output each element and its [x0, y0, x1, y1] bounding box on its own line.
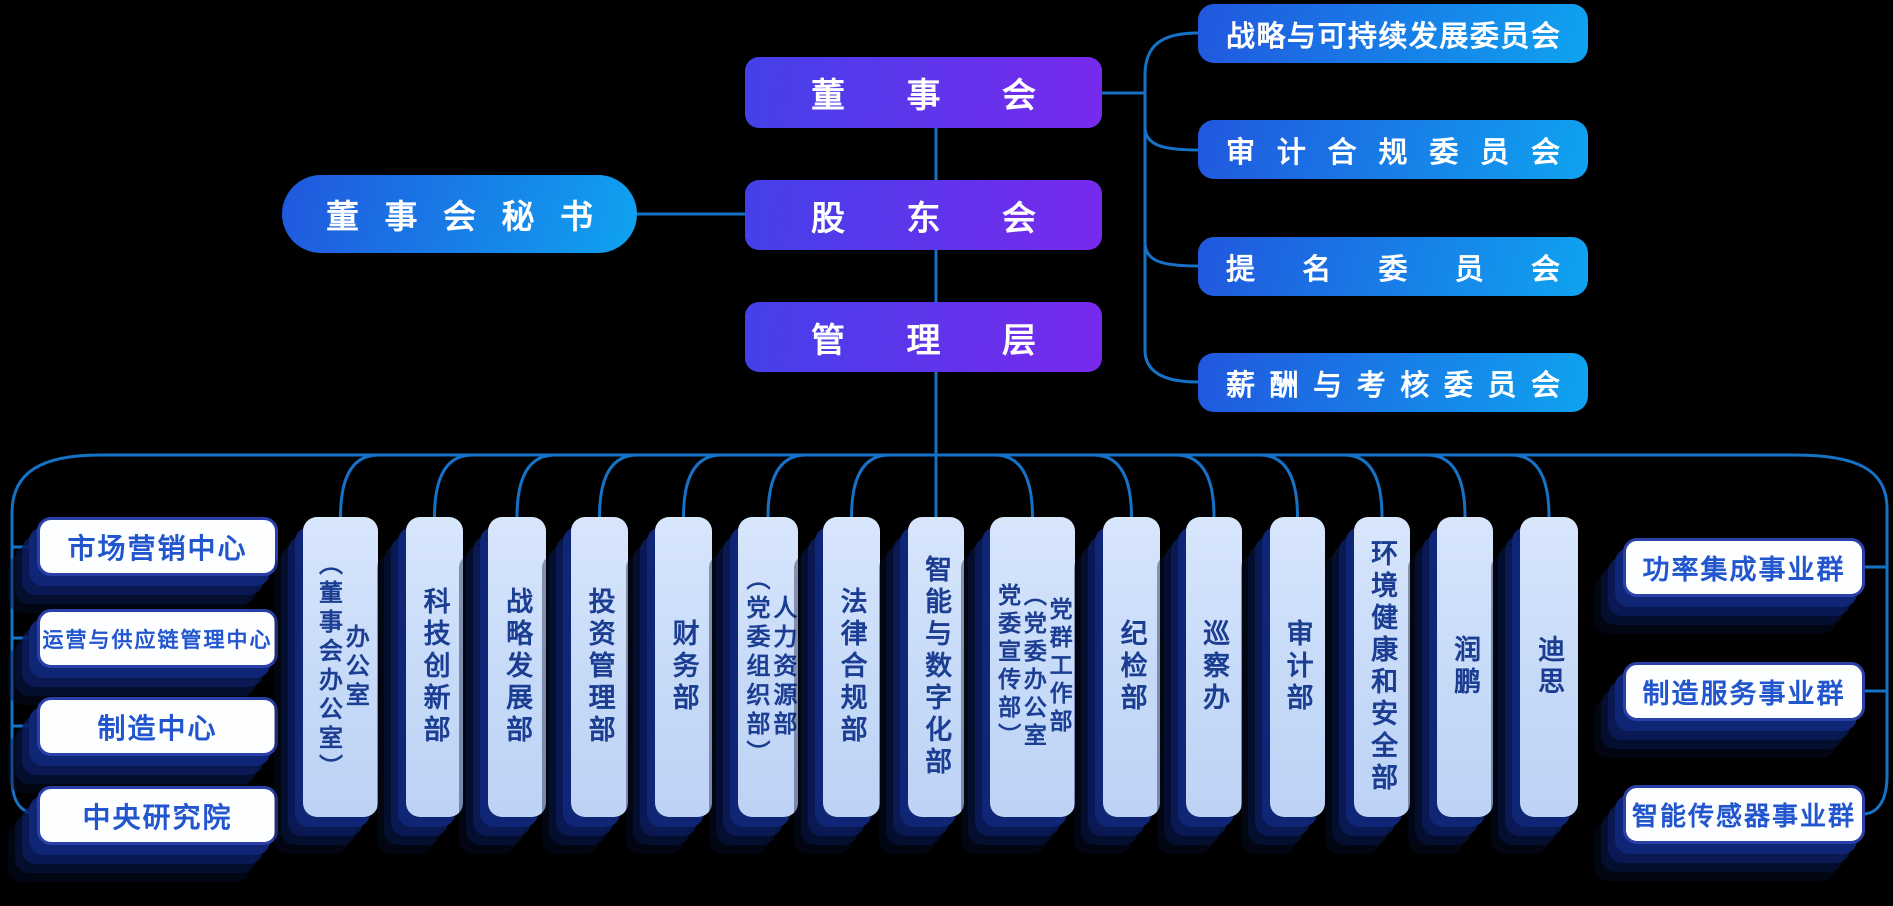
business-group-label: 制造服务事业群 [1642, 679, 1846, 709]
department-label-line: 审计部 [1282, 619, 1313, 715]
department-label-line: 智能与数字化部 [921, 555, 952, 779]
department-label-line: 润鹏 [1450, 635, 1481, 699]
committee-node: 提名委员会 [1198, 237, 1588, 296]
center-division-node: 中央研究院 [37, 786, 278, 845]
department-label-line: （党委组织部） [742, 565, 769, 769]
department-label-line: 财务部 [668, 619, 699, 715]
department-label-line: 战略发展部 [502, 587, 533, 747]
center-division-node: 市场营销中心 [37, 517, 278, 576]
committee-label: 战略与可持续发展委员会 [1226, 20, 1560, 53]
center-division-label: 市场营销中心 [67, 532, 248, 564]
department-label-line: 投资管理部 [584, 587, 615, 747]
department-node: 智能与数字化部 [908, 517, 964, 817]
department-node: 财务部 [655, 517, 712, 817]
department-label: 纪检部 [1116, 619, 1147, 715]
department-label-line: 巡察办 [1199, 619, 1230, 715]
node-board-secretary: 董事会秘书 [282, 175, 637, 253]
node-shareholders: 股东会 [745, 180, 1102, 250]
node-shareholders-label: 股东会 [811, 199, 1036, 238]
department-node: 迪思 [1520, 517, 1578, 817]
department-label-line: 环境健康和安全部 [1367, 539, 1398, 795]
department-label: 法律合规部 [836, 587, 867, 747]
department-node: 纪检部 [1103, 517, 1160, 817]
business-group-node: 功率集成事业群 [1623, 538, 1865, 597]
committee-node: 薪酬与考核委员会 [1198, 353, 1588, 412]
department-node: 办公室（董事会办公室） [303, 517, 378, 817]
department-label-line: 纪检部 [1116, 619, 1147, 715]
committee-label: 薪酬与考核委员会 [1226, 369, 1560, 402]
department-label-line: 党委宣传部） [994, 583, 1021, 751]
business-group-node: 制造服务事业群 [1623, 662, 1865, 721]
department-label-line: 科技创新部 [419, 587, 450, 747]
node-board: 董事会 [745, 57, 1102, 128]
node-management: 管理层 [745, 302, 1102, 372]
node-board-secretary-label: 董事会秘书 [326, 198, 593, 235]
department-node: 党群工作部（党委办公室党委宣传部） [990, 517, 1075, 817]
node-management-label: 管理层 [811, 321, 1036, 360]
department-label: 党群工作部（党委办公室党委宣传部） [994, 583, 1073, 751]
department-label-line: 迪思 [1534, 635, 1565, 699]
department-label: 财务部 [668, 619, 699, 715]
department-label: 办公室（董事会办公室） [314, 551, 369, 783]
department-node: 投资管理部 [571, 517, 628, 817]
department-label: 人力资源部（党委组织部） [741, 565, 796, 769]
department-node: 审计部 [1270, 517, 1325, 817]
department-label: 巡察办 [1199, 619, 1229, 715]
business-group-node: 智能传感器事业群 [1623, 785, 1865, 844]
committee-node: 审计合规委员会 [1198, 120, 1588, 179]
department-node: 法律合规部 [823, 517, 880, 817]
department-node: 战略发展部 [488, 517, 546, 817]
committee-label: 审计合规委员会 [1226, 136, 1560, 169]
center-division-label: 运营与供应链管理中心 [42, 628, 273, 652]
committee-node: 战略与可持续发展委员会 [1198, 4, 1588, 63]
department-label-line: 办公室 [341, 623, 369, 711]
department-label: 战略发展部 [502, 587, 532, 747]
department-label: 投资管理部 [584, 587, 615, 747]
department-label-line: （党委办公室 [1020, 583, 1047, 751]
center-division-node: 制造中心 [37, 697, 278, 756]
department-label: 环境健康和安全部 [1367, 539, 1397, 795]
center-division-node: 运营与供应链管理中心 [37, 609, 278, 668]
department-label-line: 党群工作部 [1046, 597, 1073, 737]
committee-label: 提名委员会 [1226, 253, 1560, 286]
department-label-line: 人力资源部 [768, 594, 796, 740]
business-group-label: 功率集成事业群 [1642, 555, 1846, 585]
department-label: 科技创新部 [419, 587, 450, 747]
department-node: 科技创新部 [406, 517, 463, 817]
center-division-label: 中央研究院 [82, 801, 233, 833]
node-board-label: 董事会 [811, 77, 1036, 115]
business-group-label: 智能传感器事业群 [1631, 801, 1856, 831]
department-label: 润鹏 [1450, 635, 1480, 699]
department-node: 环境健康和安全部 [1354, 517, 1410, 817]
department-label: 智能与数字化部 [921, 555, 951, 779]
department-label-line: 法律合规部 [836, 587, 867, 747]
center-division-label: 制造中心 [97, 712, 218, 744]
department-label: 审计部 [1282, 619, 1313, 715]
department-node: 巡察办 [1186, 517, 1242, 817]
department-node: 人力资源部（党委组织部） [738, 517, 798, 817]
department-node: 润鹏 [1437, 517, 1493, 817]
department-label-line: （董事会办公室） [314, 551, 342, 783]
department-label: 迪思 [1534, 635, 1564, 699]
